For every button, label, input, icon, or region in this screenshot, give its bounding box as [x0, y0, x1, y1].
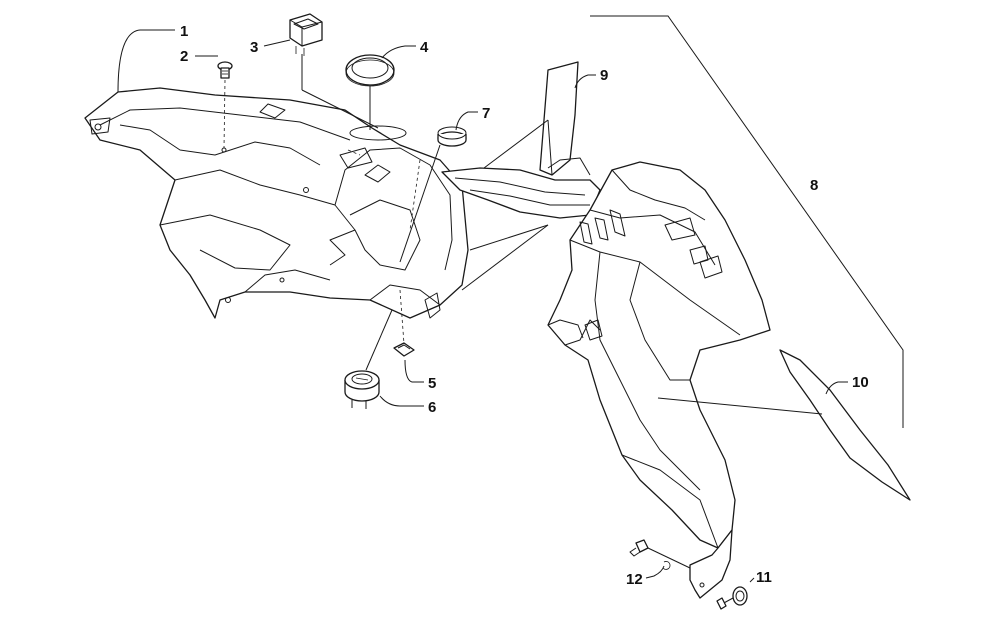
- lower-bracket-part: [689, 529, 733, 599]
- rivet-part: [716, 586, 748, 610]
- rocker-switch-part: [289, 13, 323, 56]
- retainer-clip-part: [629, 539, 671, 570]
- side-sheet-part: [779, 349, 911, 501]
- upper-flap-part: [441, 61, 601, 219]
- screw-part: [217, 61, 233, 79]
- callout-4: 4: [420, 39, 429, 56]
- callout-3: 3: [250, 39, 258, 56]
- leader-lines: [117, 15, 904, 583]
- callout-1: 1: [180, 23, 188, 40]
- left-console-panel: [84, 87, 469, 319]
- clip-part: [393, 342, 415, 357]
- callout-12: 12: [626, 571, 643, 588]
- callout-5: 5: [428, 375, 436, 392]
- callout-labels: 1 2 3 4 5 6 7 8 9 10 11 12: [180, 23, 869, 588]
- right-side-panel: [547, 161, 771, 570]
- callout-8: 8: [810, 177, 818, 194]
- callout-7: 7: [482, 105, 490, 122]
- cap-part: [437, 126, 467, 147]
- callout-11: 11: [756, 569, 772, 586]
- ignition-switch-part: [344, 370, 380, 409]
- callout-9: 9: [600, 67, 608, 84]
- callout-2: 2: [180, 48, 188, 65]
- ring-part: [345, 54, 395, 87]
- callout-10: 10: [852, 374, 869, 391]
- callout-6: 6: [428, 399, 436, 416]
